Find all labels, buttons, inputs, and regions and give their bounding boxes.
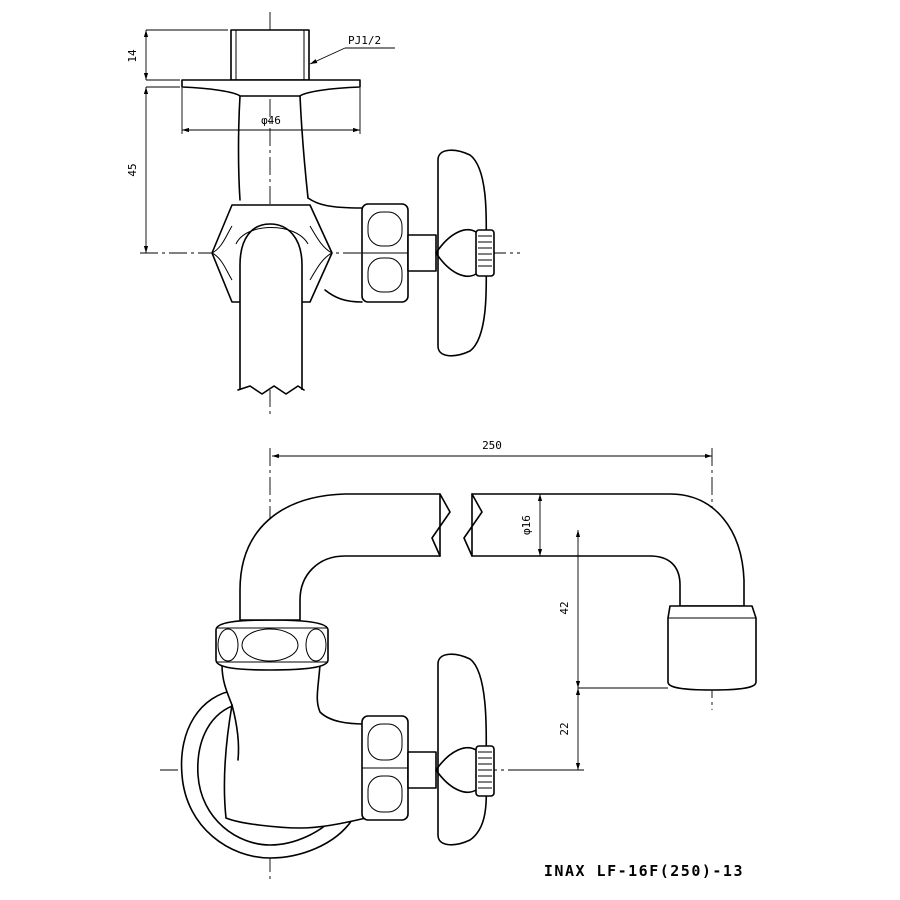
top-view: 14 45 φ46 PJ1/2 — [126, 12, 520, 415]
spout-left-segment — [239, 493, 441, 621]
body-neck-left — [237, 95, 241, 201]
knurled-knob — [475, 229, 495, 277]
dim-42-label: 42 — [558, 601, 571, 614]
dim-22-label: 22 — [558, 722, 571, 735]
dim-45-label: 45 — [126, 163, 139, 176]
front-spindle — [407, 751, 437, 789]
front-view: 250 φ16 42 22 — [160, 439, 757, 880]
wall-flange — [181, 79, 361, 97]
vertical-pipe — [239, 223, 303, 390]
dim-250-label: 250 — [482, 439, 502, 452]
spout-break-left — [431, 493, 451, 557]
dim-14-label: 14 — [126, 49, 139, 63]
pipe-break-top-view — [237, 385, 305, 395]
dim-spout-diameter-label: φ16 — [520, 515, 533, 535]
body-neck-right — [299, 95, 309, 199]
threaded-connector — [230, 29, 310, 81]
front-body — [221, 664, 367, 829]
spout-right-segment — [471, 493, 745, 607]
dim-flange-diameter-label: φ46 — [261, 114, 281, 127]
spindle — [407, 234, 437, 272]
spout-break-right — [463, 493, 483, 557]
thread-callout-label: PJ1/2 — [348, 34, 381, 47]
spout-aerator — [667, 605, 757, 691]
model-label: INAX LF-16F(250)-13 — [544, 862, 744, 880]
